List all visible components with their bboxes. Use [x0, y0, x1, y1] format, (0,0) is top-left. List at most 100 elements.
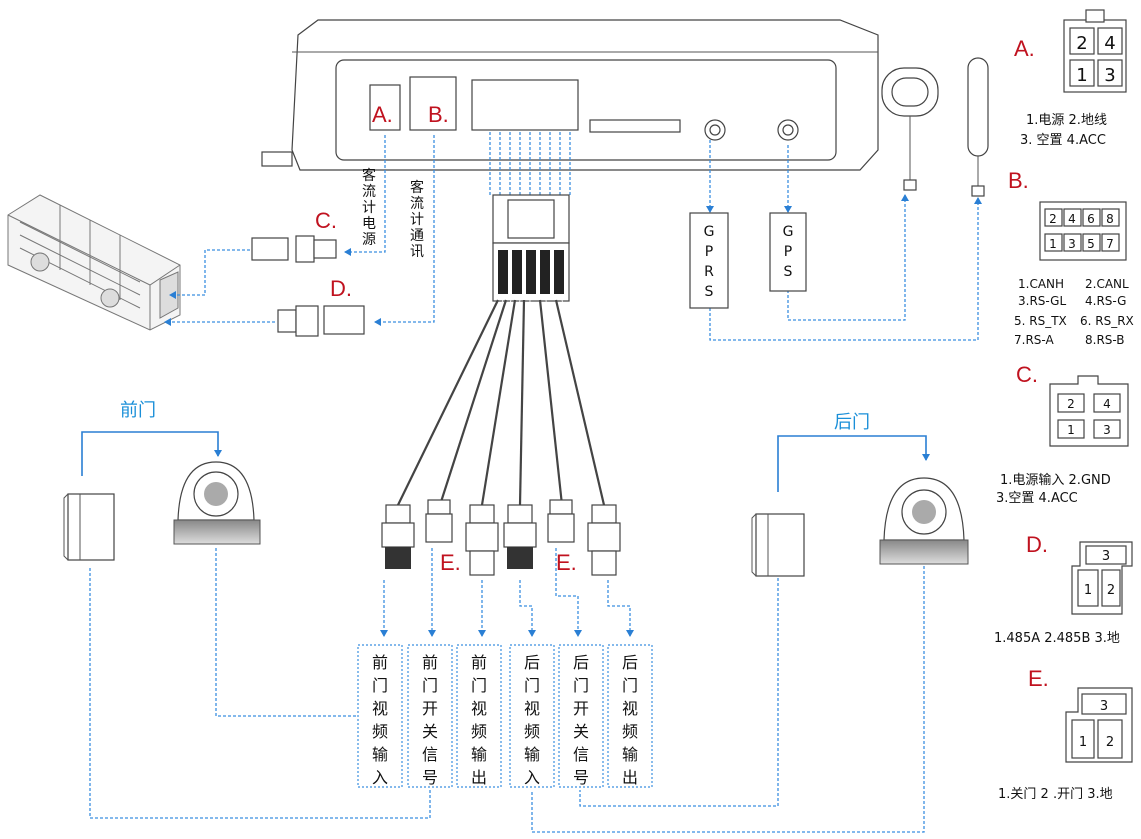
rear-door-sensor [751, 513, 805, 577]
connector-e-label-2: E. [556, 550, 577, 575]
rear-door-camera [879, 477, 969, 565]
svg-text:关: 关 [573, 722, 589, 741]
legend-e-pin: 3 [1100, 699, 1108, 714]
legend-a: A. 2 4 1 3 1.电源 2.地线 3. 空置 4.ACC [1014, 9, 1127, 148]
front-door-sensor [63, 493, 115, 561]
svg-text:计: 计 [410, 212, 424, 228]
svg-text:入: 入 [372, 768, 388, 787]
svg-text:信: 信 [422, 745, 438, 764]
legend-b-pin: 1 [1049, 237, 1057, 251]
gps-box: G P S [769, 212, 807, 292]
legend-c: C. 2 4 1 3 1.电源输入 2.GND 3.空置 4.ACC [996, 362, 1129, 506]
fanout-cables [397, 299, 609, 506]
legend-b: B. 2 4 6 8 1 3 5 7 1.CANH 2.CANL 3.RS-GL… [1008, 168, 1134, 347]
svg-text:R: R [704, 264, 714, 280]
legend-d-pin: 3 [1102, 549, 1110, 564]
legend-e-label: E. [1028, 666, 1049, 691]
svg-text:出: 出 [622, 768, 638, 787]
svg-text:门: 门 [372, 676, 388, 695]
svg-text:视: 视 [372, 699, 388, 718]
svg-text:门: 门 [422, 676, 438, 695]
svg-text:前: 前 [471, 653, 487, 672]
svg-text:视: 视 [622, 699, 638, 718]
connector-d [277, 305, 365, 337]
legend-b-line: 1.CANH [1018, 277, 1064, 291]
svg-text:计: 计 [362, 200, 376, 216]
legend-a-pin: 3 [1104, 65, 1115, 86]
output-rear-video-out: 后 门 视 频 输 出 [607, 644, 653, 788]
svg-text:后: 后 [573, 653, 589, 672]
svg-text:开: 开 [573, 699, 589, 718]
legend-b-line: 3.RS-GL [1018, 294, 1066, 308]
connector-c-label: C. [315, 208, 337, 233]
legend-b-line: 7.RS-A [1014, 333, 1054, 347]
svg-text:电: 电 [362, 216, 376, 232]
svg-text:号: 号 [573, 768, 589, 787]
svg-text:G: G [783, 224, 794, 240]
legend-e-pin: 1 [1079, 735, 1087, 750]
svg-text:客: 客 [410, 179, 424, 196]
svg-text:频: 频 [471, 722, 487, 741]
legend-b-line: 8.RS-B [1085, 333, 1125, 347]
harness-ribbon [489, 132, 571, 195]
svg-text:客: 客 [362, 167, 376, 184]
svg-text:关: 关 [422, 722, 438, 741]
gps-antenna [881, 67, 939, 191]
legend-e-pin: 2 [1106, 735, 1114, 750]
counter-power-label: 客 流 计 电 源 [362, 167, 376, 248]
output-rear-door-switch: 后 门 开 关 信 号 [558, 644, 604, 788]
legend-d-pin: 1 [1084, 583, 1092, 598]
svg-text:输: 输 [524, 745, 540, 764]
output-front-door-switch: 前 门 开 关 信 号 [407, 644, 453, 788]
aviation-plug-1 [381, 504, 415, 569]
front-door-camera [173, 461, 261, 545]
legend-c-pin: 3 [1103, 423, 1111, 437]
svg-text:S: S [705, 284, 714, 300]
svg-text:后: 后 [622, 653, 638, 672]
legend-b-label: B. [1008, 168, 1029, 193]
legend-b-line: 5. RS_TX [1014, 314, 1067, 328]
output-rear-video-in: 后 门 视 频 输 入 [509, 644, 555, 788]
output-front-video-out: 前 门 视 频 输 出 [456, 644, 502, 788]
legend-b-line: 4.RS-G [1085, 294, 1126, 308]
legend-c-line: 3.空置 4.ACC [996, 491, 1078, 506]
legend-b-pin: 8 [1106, 212, 1114, 226]
svg-text:门: 门 [524, 676, 540, 695]
aviation-plug-3 [503, 504, 537, 569]
legend-b-pin: 6 [1087, 212, 1095, 226]
svg-text:讯: 讯 [410, 244, 424, 260]
svg-text:流: 流 [410, 196, 424, 212]
svg-text:视: 视 [471, 699, 487, 718]
bus-image [7, 194, 181, 331]
svg-text:前: 前 [422, 653, 438, 672]
svg-text:源: 源 [362, 232, 376, 248]
svg-text:P: P [705, 244, 713, 260]
legend-b-pin: 5 [1087, 237, 1095, 251]
legend-a-pin: 2 [1076, 33, 1087, 54]
harness-connector [492, 194, 570, 302]
legend-d-pin: 2 [1107, 583, 1115, 598]
connector-c [251, 235, 337, 263]
svg-text:前: 前 [372, 653, 388, 672]
counter-comm-label: 客 流 计 通 讯 [410, 179, 424, 260]
connector-d-label: D. [330, 276, 352, 301]
legend-a-pin: 1 [1076, 65, 1087, 86]
legend-a-line: 1.电源 2.地线 [1026, 113, 1107, 128]
connector-e-label-1: E. [440, 550, 461, 575]
output-front-video-in: 前 门 视 频 输 入 [357, 644, 403, 788]
legend-d-line: 1.485A 2.485B 3.地 [994, 631, 1120, 646]
legend-d: D. 3 1 2 1.485A 2.485B 3.地 [994, 532, 1133, 646]
output-link-lines [89, 548, 925, 833]
rear-door-bracket [777, 435, 930, 492]
svg-text:频: 频 [524, 722, 540, 741]
svg-text:门: 门 [471, 676, 487, 695]
legend-b-pin: 2 [1049, 212, 1057, 226]
svg-text:输: 输 [372, 745, 388, 764]
legend-c-label: C. [1016, 362, 1038, 387]
link-lines [164, 135, 982, 341]
svg-text:输: 输 [471, 745, 487, 764]
svg-text:号: 号 [422, 768, 438, 787]
legend-b-line: 2.CANL [1085, 277, 1129, 291]
legend-b-pin: 4 [1068, 212, 1076, 226]
